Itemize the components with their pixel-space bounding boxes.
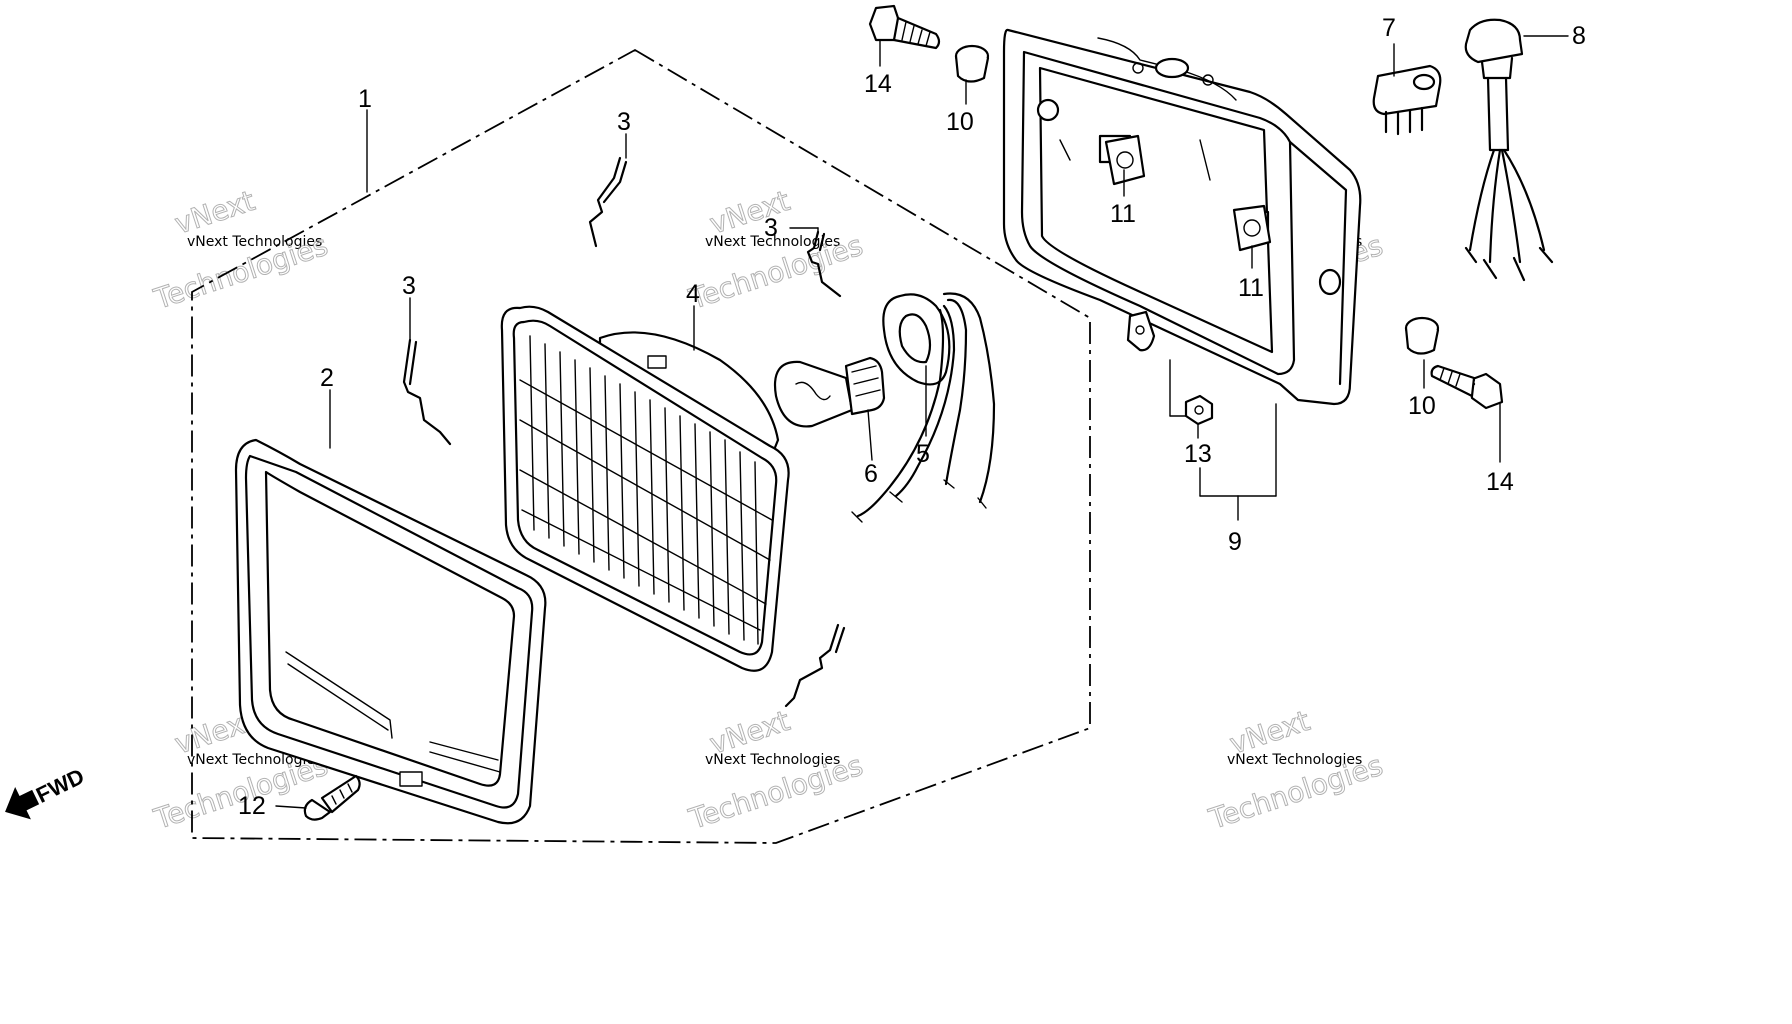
lens-grid (519, 335, 773, 645)
part-3-spring-clip-lower-right (784, 623, 846, 708)
part-4-sealed-beam-unit (500, 305, 790, 672)
callout-14-top: 14 (864, 70, 892, 98)
part-11-grommet-right (1232, 204, 1272, 252)
svg-text:vNext Technologies: vNext Technologies (1227, 752, 1362, 768)
callout-6: 6 (864, 460, 878, 488)
callout-8: 8 (1572, 22, 1586, 50)
svg-text:vNext Technologies: vNext Technologies (705, 752, 840, 768)
callout-10-right: 10 (1408, 392, 1436, 420)
callout-14-right: 14 (1486, 468, 1514, 496)
fwd-arrow-icon (5, 786, 40, 820)
callout-labels: 1 2 3 3 3 4 5 6 7 8 9 10 10 11 11 12 13 … (238, 14, 1586, 820)
svg-text:vNext: vNext (706, 184, 794, 241)
callout-11-right: 11 (1238, 274, 1264, 302)
svg-text:vNext: vNext (171, 184, 259, 241)
watermark-5: vNext vNext Technologies Technologies (684, 704, 867, 837)
callout-13: 13 (1184, 440, 1212, 468)
part-6-bulb (773, 356, 886, 428)
svg-text:vNext Technologies: vNext Technologies (187, 234, 322, 250)
svg-text:vNext Technologies: vNext Technologies (705, 234, 840, 250)
callout-9: 9 (1228, 528, 1242, 556)
callout-12: 12 (238, 792, 266, 820)
fwd-direction-indicator: FWD (5, 763, 88, 820)
svg-text:vNext Technologies: vNext Technologies (187, 752, 322, 768)
assembly-outline (191, 48, 1091, 844)
watermark-6: vNext vNext Technologies Technologies (1204, 704, 1387, 837)
part-7-connector (1372, 64, 1442, 136)
part-2-headlight-rim (234, 438, 547, 825)
part-11-grommet-left (1104, 134, 1146, 186)
part-14-bolt-right (1430, 364, 1504, 410)
part-3-spring-clip-upper-right (806, 230, 842, 298)
callout-10-top: 10 (946, 108, 974, 136)
callout-3-top: 3 (617, 108, 631, 136)
callout-5: 5 (916, 440, 930, 468)
part-10-collar-right (1404, 316, 1440, 355)
part-5-socket-harness (851, 292, 996, 523)
part-8-harness-cover (1464, 18, 1554, 282)
part-12-bolt (303, 774, 361, 821)
callout-1: 1 (358, 85, 372, 113)
watermark-1: vNext vNext Technologies Technologies (149, 184, 332, 317)
callout-2: 2 (320, 364, 334, 392)
callout-7: 7 (1382, 14, 1396, 42)
part-9-headlight-case (1002, 28, 1362, 406)
part-3-spring-clip-top (588, 156, 628, 248)
callout-3-upper-right: 3 (764, 214, 778, 242)
callout-11-left: 11 (1110, 200, 1136, 228)
part-3-spring-clip-left (402, 338, 452, 446)
part-10-collar-top (954, 44, 990, 83)
fwd-label: FWD (32, 763, 88, 807)
callout-3-left: 3 (402, 272, 416, 300)
part-14-bolt-top (868, 4, 941, 50)
leader-lines (275, 35, 1569, 809)
part-13-nut (1184, 394, 1214, 426)
callout-4: 4 (686, 280, 700, 308)
